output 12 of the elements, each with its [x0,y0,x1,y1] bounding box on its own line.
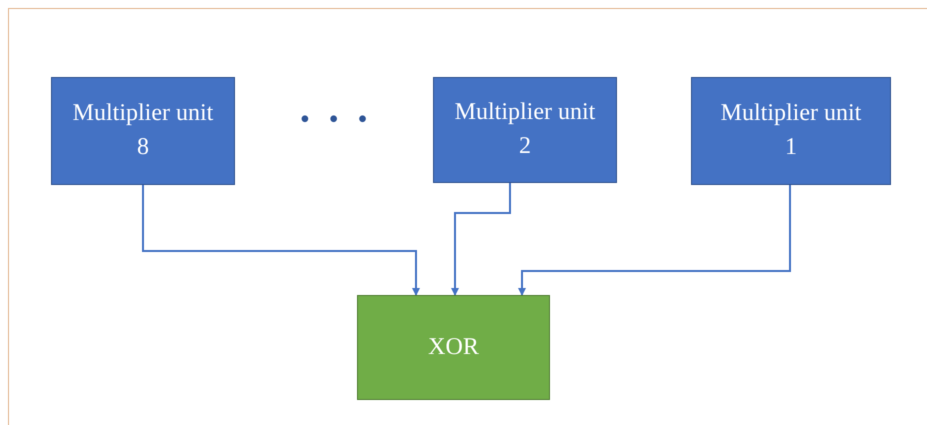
ellipsis-mark: • • • [300,104,374,136]
box-label: Multiplier unit 1 [720,99,862,162]
unit-box [433,77,617,183]
connector-arrow [142,185,420,296]
unit-box [51,77,235,185]
box-label: Multiplier unit 8 [72,99,214,162]
box-label: Multiplier unit 2 [454,98,596,161]
unit-box [691,77,891,185]
connector-arrow [451,183,511,296]
box-label: XOR [428,332,479,362]
xor-gate-box [357,295,550,400]
connector-arrow [518,185,791,296]
